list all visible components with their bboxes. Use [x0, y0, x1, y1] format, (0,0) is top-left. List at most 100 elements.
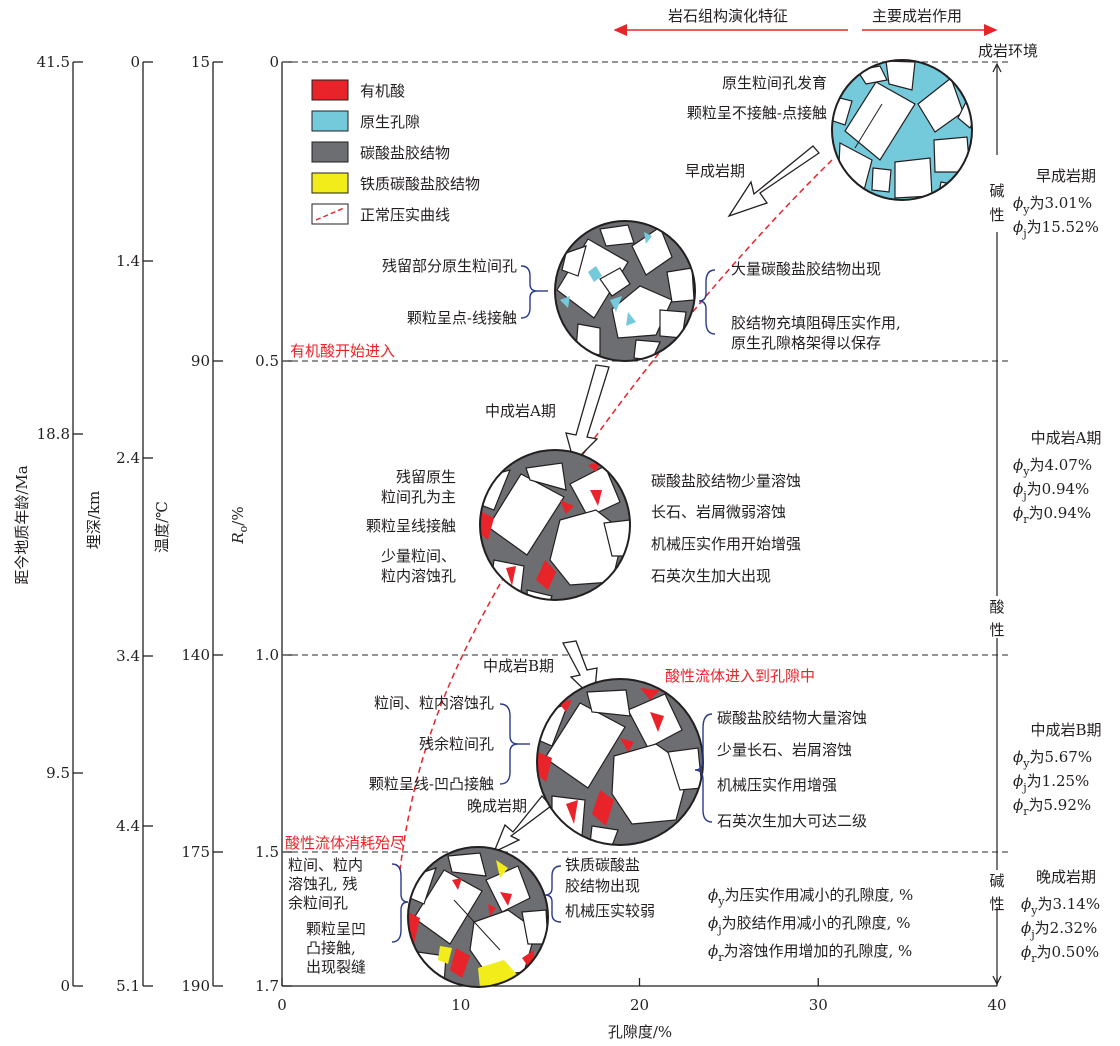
stage3-right-brace	[694, 713, 713, 823]
depth-tick-label: 5.1	[116, 977, 140, 995]
header-diagenesis-label: 主要成岩作用	[872, 7, 962, 25]
environment-bracket	[992, 62, 1002, 986]
thin-section-stage1	[554, 220, 696, 362]
temp-tick-label: 140	[181, 646, 210, 664]
stage4-right-1: 铁质碳酸盐	[565, 856, 640, 874]
stage3-right-2: 少量长石、岩屑溶蚀	[717, 741, 852, 759]
stage-arrow-mid-a: 中成岩A期	[485, 364, 610, 464]
thin-section-stage0	[831, 59, 973, 201]
stage2-right-4: 石英次生加大出现	[651, 567, 771, 585]
age-tick-label: 0	[60, 977, 70, 995]
stats-late-y: ϕy为3.14%	[1021, 895, 1100, 917]
header-environment-label: 成岩环境	[978, 42, 1038, 60]
note-r: ϕr为溶蚀作用增加的孔隙度, %	[708, 942, 912, 964]
stats-mid_a-j: ϕj为0.94%	[1013, 480, 1089, 502]
stage3-left-2: 残余粒间孔	[419, 735, 494, 753]
stage4-left-4: 颗粒呈凹	[306, 920, 366, 938]
stage-boundaries	[282, 61, 1010, 853]
thin-section-stage2	[479, 449, 631, 601]
stage4-left-brace	[391, 863, 409, 943]
stage4-right-2: 胶结物出现	[565, 877, 640, 895]
stage3-right-1: 碳酸盐胶结物大量溶蚀	[717, 709, 867, 727]
stats-late-title: 晚成岩期	[1036, 868, 1096, 886]
stage2-left-4: 少量粒间、	[381, 547, 456, 565]
env-alkaline-1: 碱	[989, 182, 1004, 200]
depth-tick-label: 4.4	[116, 817, 140, 835]
porosity-tick-label: 20	[630, 996, 649, 1014]
stats-mid_a-r: ϕr为0.94%	[1013, 504, 1091, 526]
stage4-left-5: 凸接触,	[306, 939, 356, 957]
stage4-right-brace	[544, 865, 562, 923]
temperature-axis-label: 温度/℃	[153, 501, 171, 553]
temp-tick-label: 175	[181, 843, 210, 861]
age-axis: 41.518.89.50 距今地质年龄/Ma	[13, 53, 83, 995]
stage3-left-brace	[499, 703, 530, 785]
svg-text:Ro/%: Ro/%	[229, 506, 250, 544]
depth-tick-label: 1.4	[116, 252, 140, 270]
depth-axis: 0 1.4 2.4 3.4 4.4 5.1 埋深/km	[85, 53, 153, 995]
stage0-desc-2: 颗粒呈不接触-点接触	[687, 104, 827, 122]
stage4-left-1: 粒间、粒内	[288, 856, 363, 874]
stage2-right-2: 长石、岩屑微弱溶蚀	[651, 503, 786, 521]
env-acidic-1: 酸	[989, 598, 1004, 616]
stage4-left-2: 溶蚀孔, 残	[288, 875, 358, 893]
legend: 有机酸 原生孔隙 碳酸盐胶结物 铁质碳酸盐胶结物 正常压实曲线	[311, 79, 480, 225]
stats-late-r: ϕr为0.50%	[1021, 943, 1099, 965]
porosity-tick-label: 30	[809, 996, 828, 1014]
ro-tick-label: 1.5	[255, 843, 279, 861]
depth-tick-label: 2.4	[116, 449, 140, 467]
thin-section-stage3	[536, 678, 704, 846]
env-alkaline-3: 碱	[989, 872, 1004, 890]
stage3-right-4: 石英次生加大可达二级	[717, 812, 867, 830]
stage-arrow-late: 晚成岩期	[467, 794, 552, 854]
stats-mid_b-r: ϕr为5.92%	[1013, 796, 1091, 818]
stage1-right-1: 大量碳酸盐胶结物出现	[731, 260, 881, 278]
ro-tick-label: 1.7	[255, 977, 279, 995]
stage1-left-1: 残留部分原生粒间孔	[382, 257, 517, 275]
age-tick-label: 41.5	[37, 53, 70, 71]
stage2-left-5: 粒内溶蚀孔	[381, 567, 456, 585]
svg-text:中成岩B期: 中成岩B期	[483, 657, 554, 675]
stage1-right-brace	[698, 269, 716, 335]
stage3-right-3: 机械压实作用增强	[717, 776, 837, 794]
stage1-left-brace	[520, 265, 548, 319]
stage3-left-1: 粒间、粒内溶蚀孔	[374, 694, 494, 712]
env-alkaline-2: 性	[989, 206, 1004, 224]
ro-tick-label: 0.5	[255, 352, 279, 370]
stage-arrow-early: 早成岩期	[685, 145, 820, 218]
age-axis-label: 距今地质年龄/Ma	[13, 465, 31, 584]
stage2-left-1: 残留原生	[396, 468, 456, 486]
stage4-left-3: 余粒间孔	[288, 894, 348, 912]
depth-tick-label: 0	[130, 53, 140, 71]
temp-tick-label: 90	[191, 352, 210, 370]
stage3-left-3: 颗粒呈线-凹凸接触	[369, 775, 494, 793]
stage2-left-3: 颗粒呈线接触	[366, 517, 456, 535]
boundary-organic-acid-in: 有机酸开始进入	[290, 342, 395, 360]
stats-mid_b-j: ϕj为1.25%	[1013, 772, 1089, 794]
top-header: 岩石组构演化特征 主要成岩作用 成岩环境	[613, 7, 1038, 60]
svg-text:中成岩A期: 中成岩A期	[485, 402, 556, 420]
ro-tick-label: 1.0	[255, 646, 279, 664]
svg-text:晚成岩期: 晚成岩期	[467, 797, 527, 815]
depth-tick-label: 3.4	[116, 647, 140, 665]
stage4-left-6: 出现裂缝	[306, 958, 366, 976]
boundary-acid-fluid-in: 酸性流体进入到孔隙中	[665, 667, 815, 685]
stats-mid_b-y: ϕy为5.67%	[1013, 748, 1092, 770]
porosity-axis-label: 孔隙度/%	[608, 1023, 672, 1041]
stats-mid_b-title: 中成岩B期	[1030, 721, 1101, 739]
stats-mid_a-y: ϕy为4.07%	[1013, 456, 1092, 478]
stage-stats: 早成岩期ϕy为3.01%ϕj为15.52%中成岩A期ϕy为4.07%ϕj为0.9…	[1013, 167, 1102, 965]
stage0-desc-1: 原生粒间孔发育	[722, 74, 827, 92]
legend-compaction-curve: 正常压实曲线	[360, 206, 450, 224]
depth-axis-label: 埋深/km	[85, 491, 103, 549]
legend-primary-pore: 原生孔隙	[360, 113, 420, 131]
stats-mid_a-title: 中成岩A期	[1031, 429, 1102, 447]
stats-early-title: 早成岩期	[1036, 167, 1096, 185]
header-fabric-label: 岩石组构演化特征	[668, 7, 788, 25]
age-tick-label: 18.8	[37, 425, 70, 443]
porosity-tick-label: 40	[987, 996, 1006, 1014]
note-j: ϕj为胶结作用减小的孔隙度, %	[708, 914, 910, 936]
temp-tick-label: 190	[181, 977, 210, 995]
